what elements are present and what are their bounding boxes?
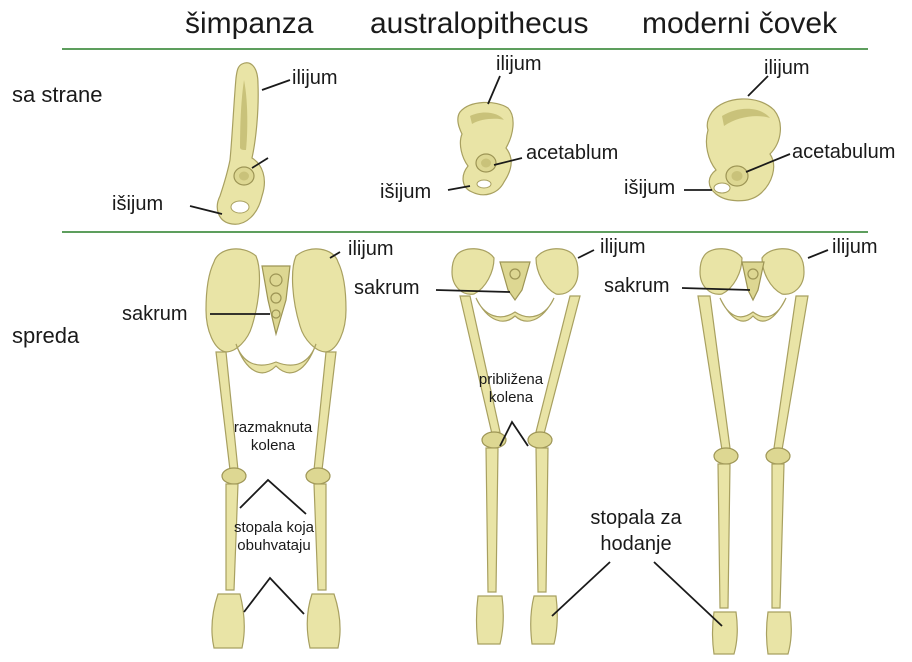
label-knees-close-line2: kolena: [489, 389, 534, 406]
leader-modern-front-ilium: [808, 250, 828, 258]
leader-walking-feet-modern: [654, 562, 722, 626]
modern-human-side-pelvis: [706, 99, 780, 201]
label-chimp-side-ilium: ilijum: [292, 67, 338, 89]
label-chimp-side-ischium: išijum: [112, 193, 163, 215]
label-modern-acetabulum: acetabulum: [792, 141, 895, 163]
label-modern-front-ilium: ilijum: [832, 236, 878, 258]
label-walking-feet-line1: stopala za: [590, 507, 682, 529]
chimp-side-pelvis: [217, 63, 264, 224]
label-modern-side-ischium: išijum: [624, 177, 675, 199]
label-australopithecus-side-ischium: išijum: [380, 181, 431, 203]
column-title-modern-human: moderni čovek: [642, 7, 838, 40]
australopithecus-front-skeleton: [452, 249, 580, 644]
leader-modern-sacrum: [682, 288, 750, 290]
leader-modern-side-ilium: [748, 76, 768, 96]
label-australopithecus-side-ilium: ilijum: [496, 53, 542, 75]
leader-walking-feet-australopithecus: [552, 562, 610, 616]
label-knees-apart-line1: razmaknuta: [234, 419, 313, 436]
australopithecus-side-pelvis: [458, 102, 513, 194]
leader-australopithecus-front-ilium: [578, 250, 594, 258]
label-chimp-front-ilium: ilijum: [348, 238, 394, 260]
label-australopithecus-front-ilium: ilijum: [600, 236, 646, 258]
label-knees-close-line1: približena: [479, 371, 544, 388]
label-knees-apart-line2: kolena: [251, 437, 296, 454]
label-grasping-feet-line2: obuhvataju: [237, 537, 310, 554]
label-grasping-feet-line1: stopala koja: [234, 519, 315, 536]
label-modern-sacrum: sakrum: [604, 275, 670, 297]
label-chimp-sacrum: sakrum: [122, 303, 188, 325]
column-title-australopithecus: australopithecus: [370, 7, 588, 40]
leader-australopithecus-sacrum: [436, 290, 510, 292]
row-label-front-view: spreda: [12, 323, 80, 348]
label-australopithecus-acetabulum: acetablum: [526, 142, 618, 164]
label-australopithecus-sacrum: sakrum: [354, 277, 420, 299]
modern-human-front-skeleton: [698, 249, 808, 654]
leader-chimp-feet: [244, 578, 304, 614]
label-walking-feet-line2: hodanje: [600, 533, 671, 555]
label-modern-side-ilium: ilijum: [764, 57, 810, 79]
leader-australopithecus-side-ilium: [488, 76, 500, 104]
leader-chimp-knees: [240, 480, 306, 514]
leader-chimp-side-ilium: [262, 80, 290, 90]
column-title-chimp: šimpanza: [185, 7, 314, 40]
row-label-side-view: sa strane: [12, 82, 103, 107]
